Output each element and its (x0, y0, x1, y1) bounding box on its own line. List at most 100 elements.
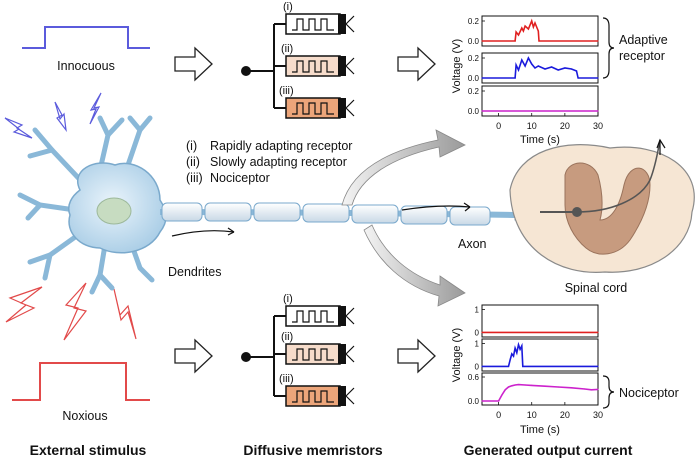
noxious-pulse (12, 362, 150, 401)
y-tick-label: 1 (475, 306, 480, 315)
data-point (514, 384, 516, 386)
data-point (521, 59, 523, 61)
data-point (544, 68, 546, 70)
innocuous-stimulus: Innocuous (22, 26, 150, 73)
x-axis-label: Time (s) (520, 134, 560, 146)
x-tick-label: 30 (593, 121, 603, 131)
legend-text-iii: Nociceptor (210, 171, 270, 185)
caption-external-stimulus: External stimulus (30, 442, 147, 458)
data-point (531, 20, 533, 22)
data-point (517, 384, 520, 386)
innocuous-bolts (4, 92, 102, 139)
series-line (482, 341, 598, 368)
data-point (515, 64, 517, 66)
y-tick-label: 1 (475, 340, 480, 349)
y-tick-label: 0.2 (468, 17, 480, 26)
data-point (522, 365, 524, 367)
legend-text-ii: Slowly adapting receptor (210, 155, 347, 169)
spinal-cord: Spinal cord (509, 138, 695, 295)
data-point (512, 355, 515, 357)
block-arrow-icon (397, 46, 436, 82)
y-tick-label: 0.2 (468, 54, 480, 63)
data-point (557, 386, 559, 388)
memristor-label-ii: (ii) (281, 331, 293, 343)
data-point (570, 387, 573, 389)
spinal-cord-label: Spinal cord (565, 281, 628, 295)
memristor-label-i: (i) (283, 293, 293, 305)
curved-output-arrows (341, 129, 466, 307)
data-point (577, 77, 579, 79)
data-point (597, 388, 599, 390)
axon-label: Axon (458, 237, 487, 251)
curved-arrow-down-icon (363, 224, 466, 307)
data-point (481, 110, 483, 112)
curved-arrow-up-icon (341, 129, 466, 206)
data-point (481, 400, 483, 402)
x-tick-label: 0 (496, 410, 501, 420)
data-point (544, 385, 546, 387)
data-point (597, 110, 599, 112)
lightning-bolt-icon (5, 286, 43, 323)
memristor-circuit-top: (i) (ii) (iii) (241, 1, 355, 119)
data-point (537, 65, 539, 67)
data-point (551, 66, 553, 68)
data-point (537, 30, 539, 32)
memristor-label-iii: (iii) (279, 373, 294, 385)
series-line (482, 18, 598, 42)
data-point (481, 77, 483, 79)
caption-generated-output: Generated output current (464, 442, 633, 458)
nociceptor-label: Nociceptor (619, 386, 679, 400)
data-point (531, 63, 533, 65)
data-point (538, 40, 540, 42)
x-tick-label: 30 (593, 410, 603, 420)
data-point (516, 352, 518, 354)
data-point (597, 331, 599, 333)
memristor-iii: (iii) (279, 373, 355, 407)
data-point (517, 34, 520, 36)
data-point (514, 347, 516, 349)
data-point (521, 345, 523, 347)
noxious-bolts (5, 282, 137, 341)
arrow-icon (171, 230, 235, 237)
data-point (597, 40, 599, 42)
y-tick-label: 0.0 (468, 37, 480, 46)
data-point (498, 400, 500, 402)
lightning-bolt-icon (63, 282, 88, 341)
arrow-icon (401, 205, 471, 211)
data-point (481, 331, 483, 333)
adaptive-receptor-annotation: Adaptive receptor (602, 17, 668, 79)
lightning-bolt-icon (113, 288, 137, 340)
memristor-label-iii: (iii) (279, 85, 294, 97)
data-point (597, 365, 599, 367)
data-point (515, 31, 517, 33)
y-tick-label: 0.0 (468, 397, 480, 406)
data-point (509, 359, 511, 361)
innocuous-pulse (22, 26, 150, 49)
data-point (517, 344, 520, 346)
spinal-grey-matter (564, 162, 651, 255)
data-point (532, 26, 535, 28)
data-point (507, 386, 510, 388)
noxious-label: Noxious (62, 409, 107, 423)
data-point (527, 28, 530, 30)
y-tick-label: 0.0 (468, 74, 480, 83)
data-point (519, 348, 521, 350)
data-point (584, 388, 586, 390)
lightning-bolt-icon (4, 117, 33, 139)
data-point (501, 394, 503, 396)
memristor-label-ii: (ii) (281, 43, 293, 55)
y-axis-label: Voltage (V) (451, 328, 463, 382)
y-tick-label: 0.0 (468, 107, 480, 116)
data-point (524, 65, 526, 67)
y-tick-label: 0 (475, 328, 480, 337)
data-point (481, 365, 483, 367)
data-point (524, 25, 526, 27)
data-point (534, 67, 536, 69)
adaptive-label-2: receptor (619, 49, 665, 63)
lightning-bolt-icon (54, 101, 67, 133)
noxious-stimulus: Noxious (12, 362, 150, 423)
data-point (511, 353, 513, 355)
